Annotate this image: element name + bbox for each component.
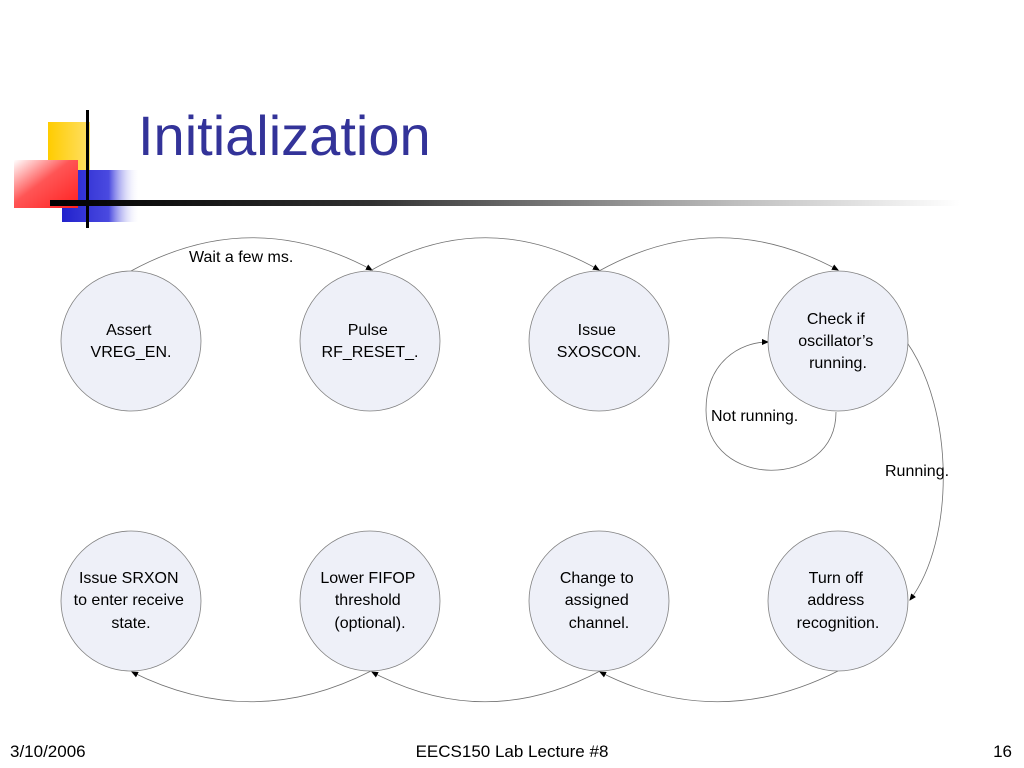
svg-text:Turn off address r: Turn off address recognition.: [797, 570, 880, 632]
edge-n6-n7: [371, 670, 601, 703]
node-change-channel: Change to assigned channel.: [528, 530, 670, 672]
node-label-line: to enter receive: [74, 592, 184, 609]
corner-logo-icon: [14, 110, 140, 228]
edge-n3-n4: [598, 237, 839, 272]
node-label-line: Pulse: [348, 322, 388, 339]
node-label-line: address: [807, 592, 864, 609]
node-label-line: state.: [111, 615, 150, 632]
footer-date: 3/10/2006: [10, 742, 86, 761]
node-label-line: VREG_EN.: [91, 344, 172, 361]
svg-text:Change to assigned: Change to assigned channel.: [560, 570, 638, 632]
svg-text:Issue SRXON to enter rec: Issue SRXON to enter receive state.: [74, 570, 189, 632]
edge-n5-n6: [599, 670, 839, 703]
node-issue-sxoscon: Issue SXOSCON.: [528, 270, 670, 412]
svg-text:Check if oscillator’s: Check if oscillator’s running.: [798, 311, 877, 372]
edge-n4-n5: [905, 340, 944, 601]
edge-n7-n8: [131, 670, 372, 703]
node-check-oscillator: Check if oscillator’s running.: [767, 270, 909, 412]
node-label-line: oscillator’s: [798, 333, 873, 350]
edge-label-wait: Wait a few ms.: [189, 249, 293, 266]
edge-label-not-running: Not running.: [711, 408, 798, 425]
edge-label-running: Running.: [885, 463, 949, 480]
node-label-line: Change to: [560, 570, 634, 587]
svg-text:Pulse RF_RESET_.: Pulse RF_RESET_.: [322, 322, 419, 361]
node-label-line: SXOSCON.: [557, 344, 641, 361]
svg-text:Lower FIFOP threshold: Lower FIFOP threshold (optional).: [320, 570, 419, 632]
node-assert-vreg-en: Assert VREG_EN.: [60, 270, 202, 412]
node-label-line: Check if: [807, 311, 865, 328]
edge-n4-loop: [705, 339, 837, 471]
node-label-line: assigned: [565, 592, 629, 609]
title-divider: [50, 200, 960, 206]
node-lower-fifop: Lower FIFOP threshold (optional).: [299, 530, 441, 672]
footer-lecture: EECS150 Lab Lecture #8: [415, 742, 609, 761]
node-label-line: (optional).: [334, 615, 405, 632]
node-label-line: recognition.: [797, 615, 880, 632]
svg-text:Issue SXOSCON.: Issue SXOSCON.: [557, 322, 641, 361]
footer-page-number: 16: [993, 742, 1012, 761]
edge-n2-n3: [369, 237, 600, 272]
node-label-line: threshold: [335, 592, 401, 609]
node-label-line: Assert: [106, 322, 152, 339]
node-label-line: Issue: [578, 322, 616, 339]
node-label-line: Issue SRXON: [79, 570, 179, 587]
node-label-line: RF_RESET_.: [322, 344, 419, 361]
node-label-line: Lower FIFOP: [320, 570, 415, 587]
edge-n1-n2: [130, 237, 373, 272]
node-label-line: channel.: [569, 615, 630, 632]
svg-text:Assert VREG_EN.: Assert VREG_EN.: [91, 322, 172, 361]
node-issue-srxon: Issue SRXON to enter receive state.: [60, 530, 202, 672]
slide-title: Initialization: [138, 104, 431, 167]
node-label-line: running.: [809, 355, 867, 372]
node-turn-off-address-recognition: Turn off address recognition.: [767, 530, 909, 672]
node-label-line: Turn off: [809, 570, 864, 587]
node-pulse-rf-reset: Pulse RF_RESET_.: [299, 270, 441, 412]
